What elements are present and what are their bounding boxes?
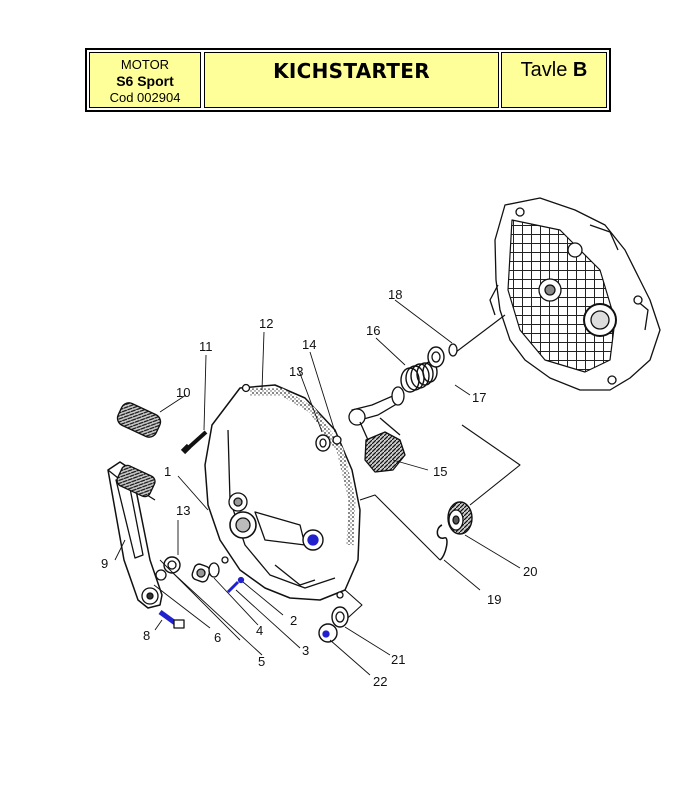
footpeg-rubber xyxy=(116,402,162,438)
kick-spring xyxy=(400,361,438,393)
washer-14 xyxy=(332,435,342,445)
callout-12: 12 xyxy=(259,316,273,331)
kick-shaft xyxy=(348,386,406,473)
callout-10: 10 xyxy=(176,385,190,400)
model-name: S6 Sport xyxy=(116,73,174,89)
side-cover xyxy=(204,383,361,601)
title-block: MOTOR S6 Sport Cod 002904 KICHSTARTER Ta… xyxy=(85,48,611,112)
callout-2: 2 xyxy=(290,613,297,628)
motor-cell: MOTOR S6 Sport Cod 002904 xyxy=(89,52,201,108)
idler-gear xyxy=(447,501,473,535)
callout-22: 22 xyxy=(373,674,387,689)
callout-13-lower: 13 xyxy=(176,503,190,518)
title-cell: KICHSTARTER xyxy=(204,52,499,108)
callout-6: 6 xyxy=(214,630,221,645)
callout-13-upper: 13 xyxy=(289,364,303,379)
kick-lever xyxy=(107,461,163,609)
callout-14: 14 xyxy=(302,337,316,352)
table-id: Tavle B xyxy=(502,59,606,82)
callout-5: 5 xyxy=(258,654,265,669)
callout-17: 17 xyxy=(472,390,486,405)
callout-4: 4 xyxy=(256,623,263,638)
circlip-19 xyxy=(436,524,448,561)
callout-21: 21 xyxy=(391,652,405,667)
page-title: KICHSTARTER xyxy=(273,59,430,83)
table-cell: Tavle B xyxy=(501,52,607,108)
crankcase xyxy=(489,197,661,391)
callout-19: 19 xyxy=(487,592,501,607)
callout-9: 9 xyxy=(101,556,108,571)
bolt-11 xyxy=(180,430,208,455)
callout-1: 1 xyxy=(164,464,171,479)
callout-18: 18 xyxy=(388,287,402,302)
callout-16: 16 xyxy=(366,323,380,338)
table-letter: B xyxy=(572,59,588,81)
bolt-8 xyxy=(158,609,185,629)
washer-6 xyxy=(155,569,167,581)
motor-label: MOTOR xyxy=(120,57,170,72)
callout-11: 11 xyxy=(199,339,213,354)
ring-4 xyxy=(208,562,220,578)
circlip-18 xyxy=(448,343,458,357)
callout-15: 15 xyxy=(433,464,447,479)
part-code: Cod 002904 xyxy=(109,90,181,105)
table-word: Tavle xyxy=(520,59,568,81)
callout-3: 3 xyxy=(302,643,309,658)
callout-numbers: 1 2 3 4 5 6 8 9 10 11 12 13 13 14 15 16 … xyxy=(101,287,537,689)
callout-8: 8 xyxy=(143,628,150,643)
plug-22 xyxy=(318,623,338,643)
callout-20: 20 xyxy=(523,564,537,579)
